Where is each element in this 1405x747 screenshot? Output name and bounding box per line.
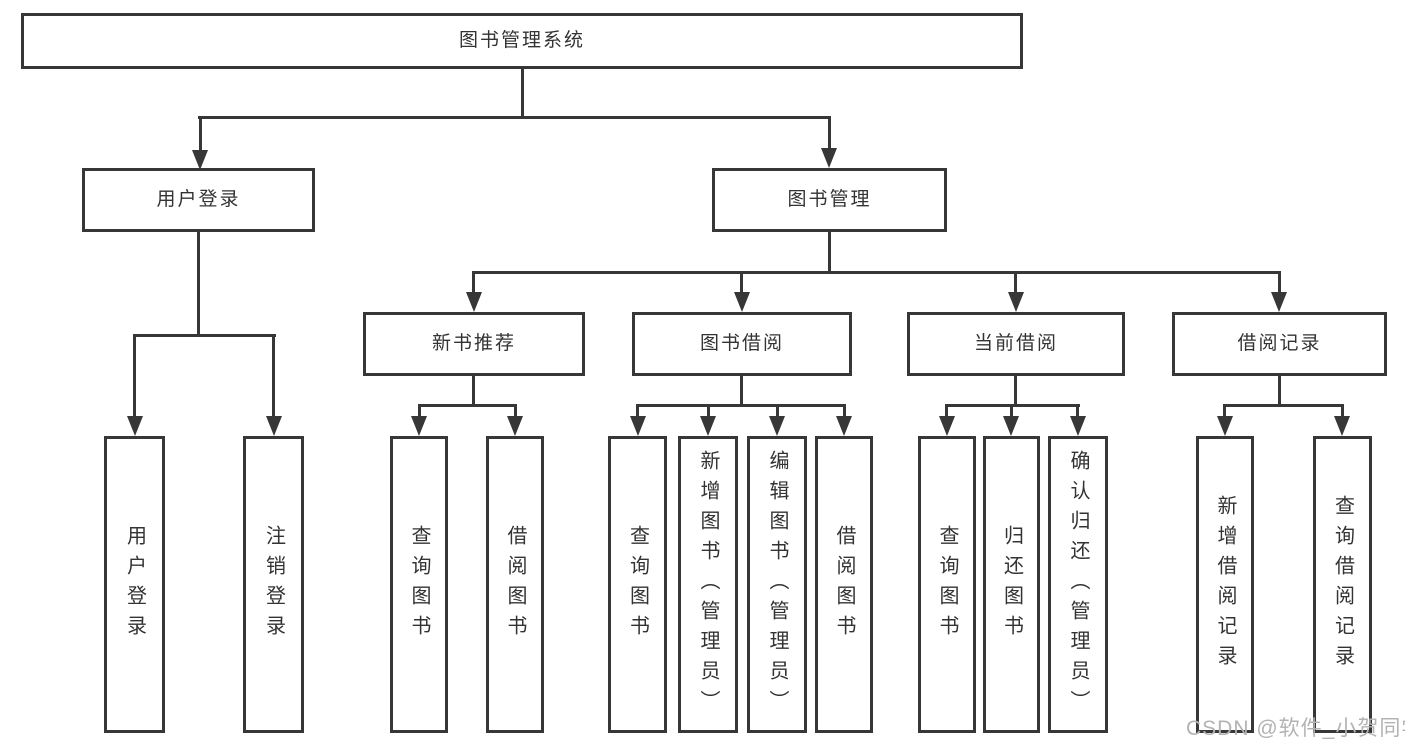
node-user-login: 用户登录 [82,168,315,232]
connector-drop-book-management [828,118,831,150]
connector-drop-current-confirm [1076,406,1079,418]
connector-root-stub [521,69,524,118]
leaf-current-return-books: 归还图书 [983,436,1040,733]
connector-drop-borrowing-query [636,406,639,418]
connector-bookmgmt-bar [472,271,1281,274]
connector-records-bar [1223,404,1344,407]
arrow-to-records-add [1217,416,1233,436]
connector-userlogin-bar [133,334,276,337]
arrow-to-records-query [1334,416,1350,436]
arrow-to-current-confirm [1070,416,1086,436]
arrow-to-leaf-logout [266,416,282,436]
arrow-to-book-borrowing [734,292,750,312]
arrow-to-borrowing-records [1271,292,1287,312]
leaf-borrowing-edit-books-admin: 编辑图书（管理员） [747,436,807,733]
connector-records-stub [1278,376,1281,407]
arrow-to-borrowing-edit [769,416,785,436]
connector-bookmgmt-stub [828,232,831,274]
connector-drop-records-add [1223,406,1226,418]
node-borrowing-records: 借阅记录 [1172,312,1387,376]
connector-drop-user-login [199,118,202,152]
leaf-newbooks-borrow-books: 借阅图书 [486,436,544,733]
connector-userlogin-stub [197,232,200,337]
leaf-borrowing-query-books: 查询图书 [608,436,667,733]
csdn-watermark: CSDN @软件_小贺同学 [1186,717,1405,740]
connector-current-bar [945,404,1080,407]
connector-newbooks-bar [418,404,517,407]
arrow-to-current-return [1003,416,1019,436]
leaf-newbooks-query-books: 查询图书 [390,436,448,733]
connector-drop-current-borrowing [1014,273,1017,294]
leaf-records-add-record: 新增借阅记录 [1196,436,1254,733]
arrow-to-newbooks-borrow [507,416,523,436]
connector-drop-current-return [1010,406,1013,418]
node-book-borrowing: 图书借阅 [632,312,852,376]
leaf-borrowing-borrow-books: 借阅图书 [815,436,873,733]
connector-drop-newbooks-borrow [514,406,517,418]
connector-drop-borrowing-add [707,406,710,418]
arrow-to-user-login [192,150,208,170]
connector-drop-records-query [1341,406,1344,418]
node-current-borrowing: 当前借阅 [907,312,1125,376]
connector-borrowing-stub [740,376,743,407]
connector-drop-leaf-logout [272,336,275,416]
arrow-to-book-management [821,148,837,168]
arrow-to-borrowing-add [700,416,716,436]
leaf-current-confirm-return-admin: 确认归还（管理员） [1048,436,1108,733]
connector-drop-borrowing-edit [776,406,779,418]
connector-root-bar [198,116,831,119]
connector-borrowing-bar [636,404,846,407]
connector-drop-newbooks-query [418,406,421,418]
node-library-management-system: 图书管理系统 [21,13,1023,69]
connector-drop-borrowing-borrow [843,406,846,418]
connector-current-stub [1014,376,1017,407]
leaf-logout: 注销登录 [243,436,304,733]
leaf-current-query-books: 查询图书 [918,436,976,733]
node-book-management: 图书管理 [712,168,947,232]
connector-drop-leaf-user-login [133,336,136,416]
connector-drop-borrowing-records [1278,273,1281,294]
arrow-to-leaf-user-login [127,416,143,436]
connector-newbooks-stub [472,376,475,407]
leaf-borrowing-add-books-admin: 新增图书（管理员） [678,436,738,733]
leaf-records-query-record: 查询借阅记录 [1313,436,1372,733]
arrow-to-borrowing-borrow [836,416,852,436]
arrow-to-new-books [466,292,482,312]
connector-drop-book-borrowing [740,273,743,294]
arrow-to-current-query [939,416,955,436]
connector-drop-current-query [945,406,948,418]
leaf-user-login: 用户登录 [104,436,165,733]
arrow-to-borrowing-query [630,416,646,436]
arrow-to-current-borrowing [1008,292,1024,312]
node-new-book-recommendation: 新书推荐 [363,312,585,376]
arrow-to-newbooks-query [411,416,427,436]
connector-drop-new-books [472,273,475,294]
